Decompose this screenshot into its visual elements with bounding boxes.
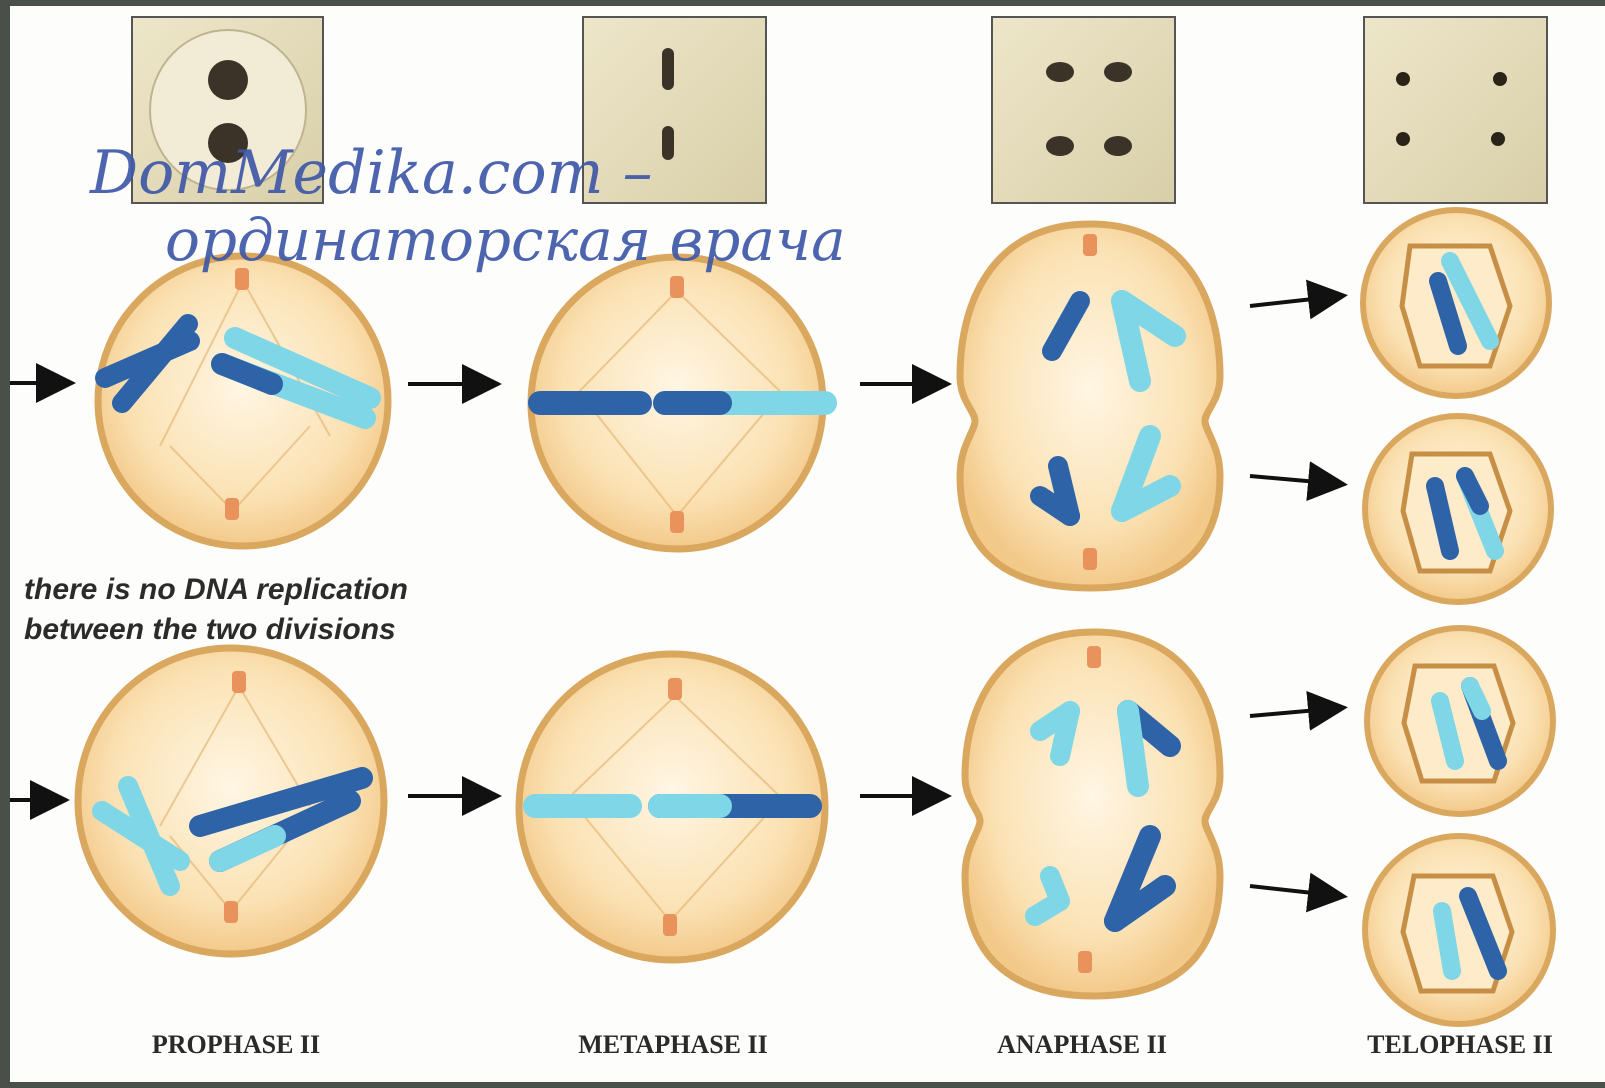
note-line-1: there is no DNA replication	[24, 570, 544, 610]
phase-label-metaphase: METAPHASE II	[523, 1030, 823, 1060]
micrograph-anaphase	[992, 17, 1175, 203]
cell-prophase-bottom	[78, 648, 384, 954]
cell-telophase-4	[1365, 836, 1553, 1024]
cell-telophase-1	[1363, 210, 1549, 396]
cell-prophase-top	[98, 256, 388, 546]
arrow-ana-telo-4	[1250, 886, 1340, 896]
arrow-ana-telo-2	[1250, 476, 1340, 484]
cell-telophase-2	[1365, 416, 1551, 602]
cell-anaphase-top	[960, 224, 1220, 588]
cell-metaphase-bottom	[519, 654, 825, 960]
arrow-ana-telo-3	[1250, 708, 1340, 716]
arrow-ana-telo-1	[1250, 296, 1340, 306]
cell-anaphase-bottom	[965, 632, 1220, 996]
note-line-2: between the two divisions	[24, 610, 544, 650]
micrograph-telophase	[1364, 17, 1547, 203]
phase-label-anaphase: ANAPHASE II	[932, 1030, 1232, 1060]
cell-metaphase-top	[531, 257, 825, 549]
phase-label-telophase: TELOPHASE II	[1310, 1030, 1605, 1060]
watermark-line-2: ординаторская врача	[165, 206, 846, 274]
meiosis-ii-diagram: there is no DNA replication between the …	[10, 6, 1605, 1082]
replication-note: there is no DNA replication between the …	[24, 570, 544, 650]
phase-label-prophase: PROPHASE II	[86, 1030, 386, 1060]
cell-telophase-3	[1367, 628, 1553, 814]
watermark-line-1: DomMedika.com –	[90, 138, 653, 208]
